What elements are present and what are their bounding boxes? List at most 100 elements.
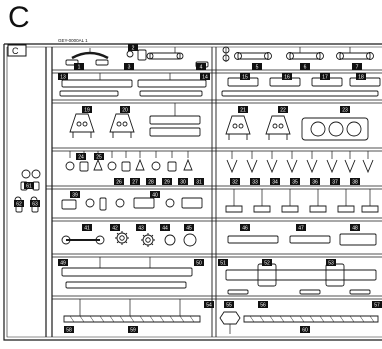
part-number-9: 14 [202, 75, 208, 81]
part-number-60-box [300, 326, 310, 333]
long-rod [61, 267, 193, 277]
part-round [310, 121, 326, 137]
part-number-33-box [350, 178, 360, 185]
part-rod [61, 79, 133, 88]
part-bar [181, 197, 203, 209]
part-round [316, 52, 324, 60]
bracket-left [109, 113, 135, 133]
runner-mid [46, 185, 382, 190]
part-round [264, 52, 272, 60]
part-number-32-box [330, 178, 340, 185]
part-number-63-box [30, 200, 40, 207]
part-number-57: 57 [374, 303, 380, 309]
part-number-33: 38 [352, 180, 358, 186]
part-round [76, 121, 82, 127]
part-bar [61, 199, 77, 210]
part-number-16: 21 [240, 108, 246, 114]
part-number-48-box [350, 224, 360, 231]
part-number-49: 49 [60, 261, 66, 267]
part-round [286, 52, 294, 60]
hook-part [306, 159, 318, 174]
part-round [61, 235, 71, 245]
part-number-40-box [150, 191, 160, 198]
clip-part [337, 205, 355, 213]
part-number-46-box [240, 224, 250, 231]
part-number-31-box [310, 178, 320, 185]
part-number-25-box [178, 178, 188, 185]
end-fitting [219, 311, 241, 325]
hook-part [226, 159, 238, 174]
part-round [366, 52, 374, 60]
part-number-5-box [252, 63, 262, 70]
part-number-6-box [300, 63, 310, 70]
small-gear [65, 161, 75, 171]
part-number-39: 39 [72, 193, 78, 199]
small-block [167, 161, 177, 172]
part-number-1: 1 [78, 65, 81, 71]
part-bar [299, 289, 321, 295]
part-round [232, 123, 238, 129]
part-rod [339, 233, 377, 246]
part-number-47-box [296, 224, 306, 231]
part-number-62: 62 [16, 202, 22, 208]
part-number-54-box [204, 301, 214, 308]
part-number-42-box [110, 224, 120, 231]
part-number-22: 27 [132, 180, 138, 186]
part-number-32: 37 [332, 180, 338, 186]
part-number-27-box [230, 178, 240, 185]
part-number-44: 44 [162, 226, 168, 232]
bracket-left [69, 113, 95, 133]
gear-part [116, 232, 128, 244]
part-plate [149, 127, 201, 137]
part-number-19: 24 [78, 155, 84, 161]
part-number-26-box [194, 178, 204, 185]
part-number-45: 45 [186, 226, 192, 232]
runner-1 [52, 69, 382, 74]
part-number-60: 60 [302, 328, 308, 334]
part-number-43-box [136, 224, 146, 231]
frame-tag: C [12, 46, 19, 56]
part-round [146, 52, 154, 60]
part-axle [237, 52, 269, 60]
center-runner [211, 47, 217, 337]
part-number-5: 5 [256, 65, 259, 71]
outer-runner-frame [3, 44, 382, 341]
part-round [116, 121, 122, 127]
part-number-39-box [70, 191, 80, 198]
small-gear [107, 161, 117, 171]
frame-tag-box [7, 44, 27, 57]
part-number-16-box [238, 106, 248, 113]
part-number-31: 36 [312, 180, 318, 186]
part-number-17: 22 [280, 108, 286, 114]
part-number-41-box [82, 224, 92, 231]
part-number-42: 42 [112, 226, 118, 232]
part-number-41: 41 [84, 226, 90, 232]
part-number-10-box [240, 73, 250, 80]
part-number-48: 48 [352, 226, 358, 232]
part-number-61: 61 [26, 184, 32, 190]
part-number-21-box [114, 178, 124, 185]
part-round [115, 198, 125, 208]
part-number-8-box [58, 73, 68, 80]
part-number-56: 56 [260, 303, 266, 309]
part-round [238, 123, 244, 129]
part-number-63: 63 [32, 202, 38, 208]
part-round [346, 121, 362, 137]
part-number-1-box [74, 63, 84, 70]
long-rod [65, 281, 187, 289]
chassis-rail [63, 315, 201, 323]
part-number-29-box [270, 178, 280, 185]
part-number-53-box [326, 259, 336, 266]
part-number-54: 54 [206, 303, 212, 309]
part-bar [349, 289, 371, 295]
left-knob [21, 169, 31, 179]
part-number-2-box [128, 44, 138, 51]
part-number-12: 17 [322, 75, 328, 81]
part-axle [339, 52, 371, 60]
part-number-24-box [162, 178, 172, 185]
part-number-7: 7 [356, 65, 359, 71]
part-number-13: 18 [358, 75, 364, 81]
part-number-17-box [278, 106, 288, 113]
part-number-52: 52 [264, 261, 270, 267]
part-number-3: 3 [128, 65, 131, 71]
